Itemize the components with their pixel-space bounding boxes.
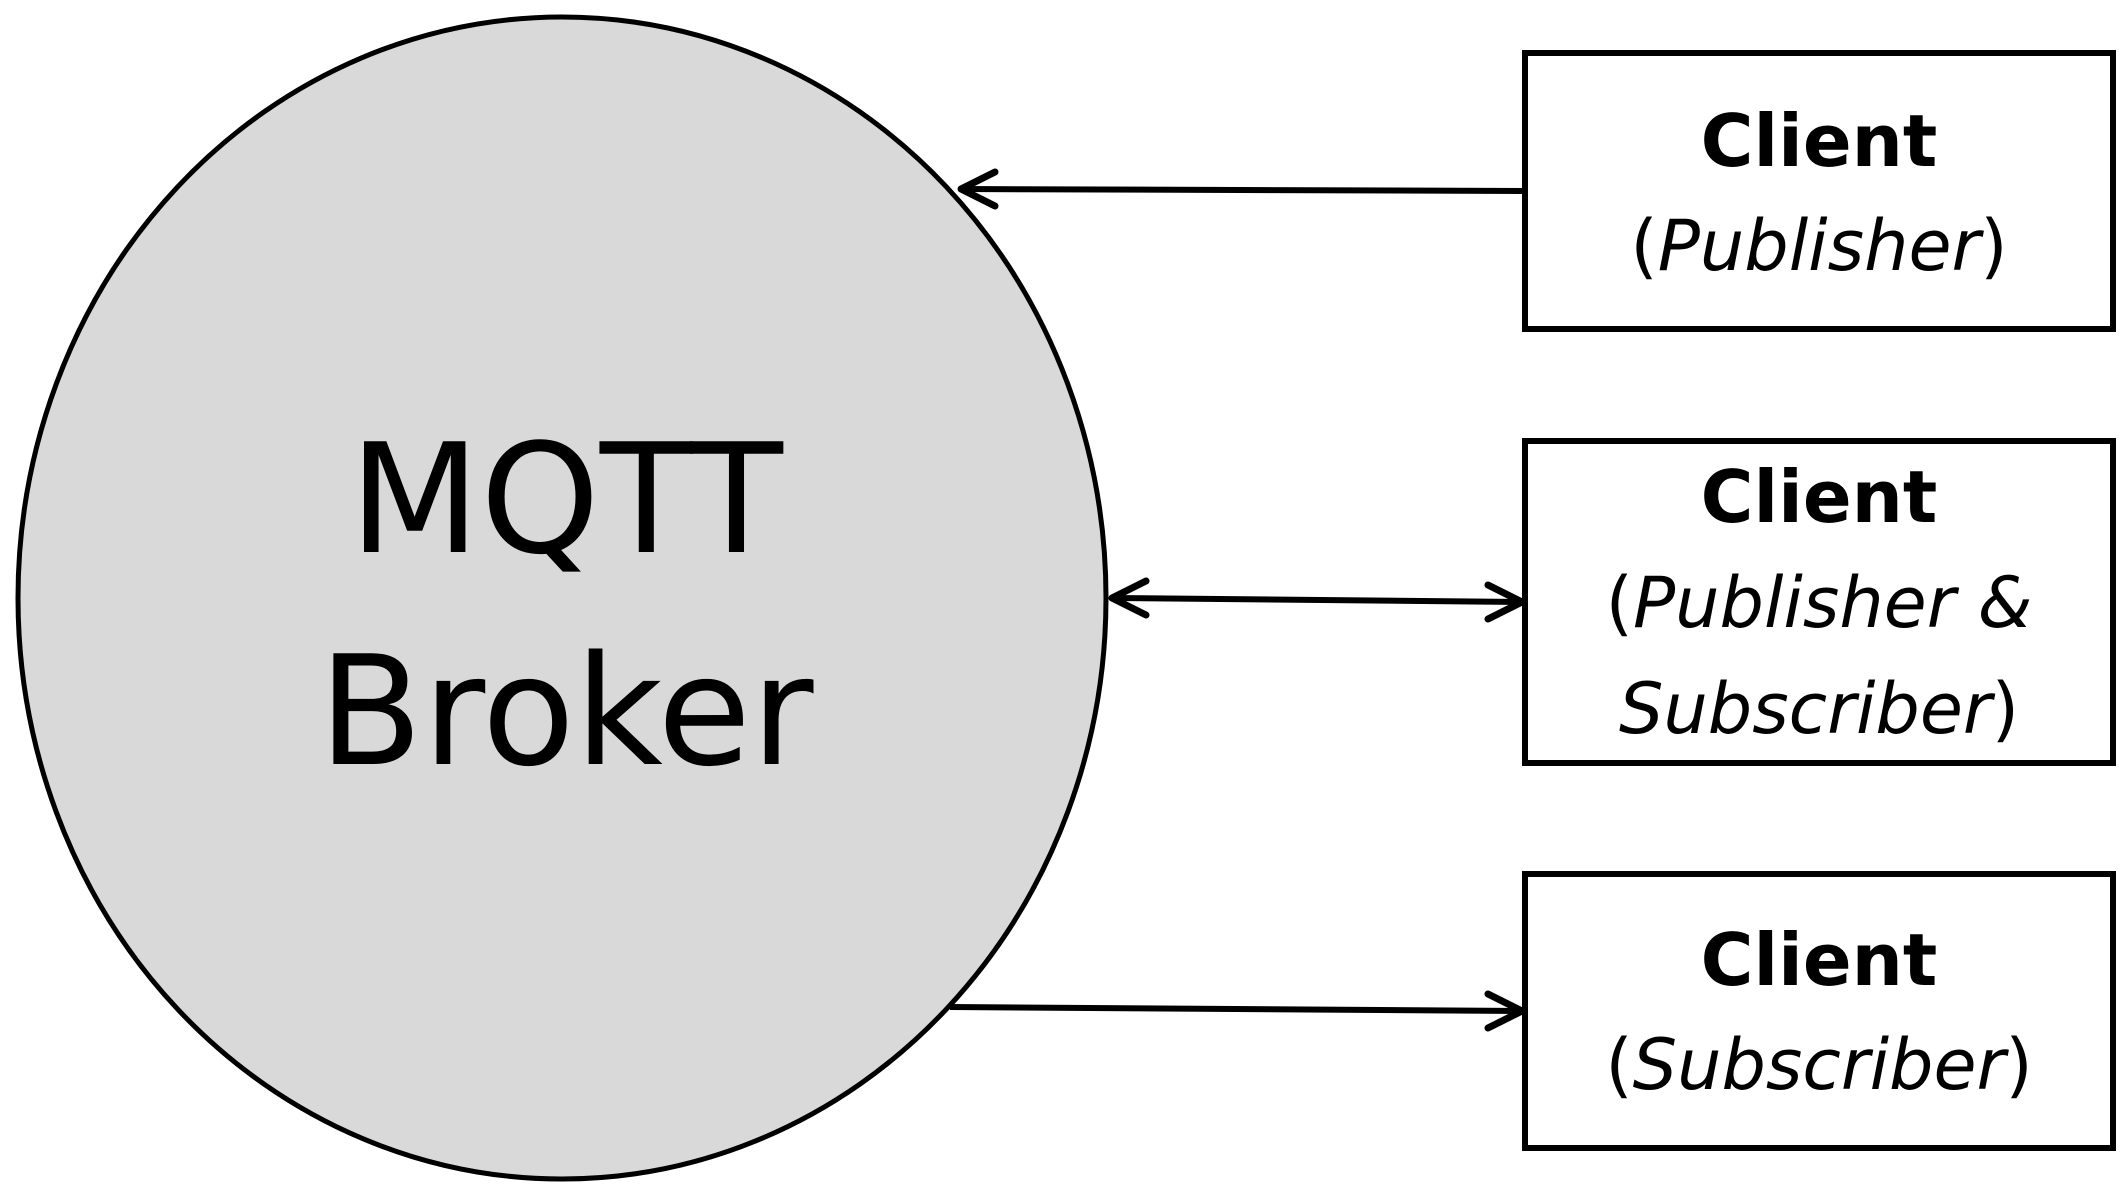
client-role-name: Publisher &: [1633, 562, 2032, 644]
mqtt-broker: MQTT Broker: [15, 14, 1109, 1182]
client-role-line1: (Publisher &: [1606, 562, 2033, 644]
client-box: [1522, 50, 2116, 332]
client-box: [1522, 438, 2116, 766]
connector-publisher-to-broker: [957, 168, 1526, 210]
client-title: Client: [1701, 99, 1938, 183]
client-publisher-subscriber: Client (Publisher & Subscriber): [1522, 438, 2116, 766]
client-role-line2: Subscriber): [1619, 668, 2019, 750]
client-role-name: Publisher: [1658, 205, 1985, 287]
broker-circle: [15, 14, 1109, 1182]
connector-broker-publisher-subscriber: [1108, 577, 1526, 623]
broker-label-line2: Broker: [318, 623, 814, 800]
client-subscriber: Client (Subscriber): [1522, 871, 2116, 1151]
connector-broker-to-subscriber: [949, 990, 1526, 1032]
client-role-name: Subscriber: [1619, 668, 1996, 750]
client-role: (Subscriber): [1605, 1024, 2032, 1106]
connector-line: [960, 186, 1526, 194]
connector-line: [1111, 595, 1523, 605]
arrowhead-left-icon: [957, 168, 999, 210]
connector-line: [949, 1004, 1523, 1014]
client-publisher: Client (Publisher): [1522, 50, 2116, 332]
broker-label-line1: MQTT: [349, 411, 784, 588]
client-title: Client: [1701, 918, 1938, 1002]
arrowhead-left-icon: [1108, 577, 1150, 619]
client-box: [1522, 871, 2116, 1151]
client-role-name: Subscriber: [1633, 1024, 2010, 1106]
client-role: (Publisher): [1630, 205, 2007, 287]
client-title: Client: [1701, 455, 1938, 539]
